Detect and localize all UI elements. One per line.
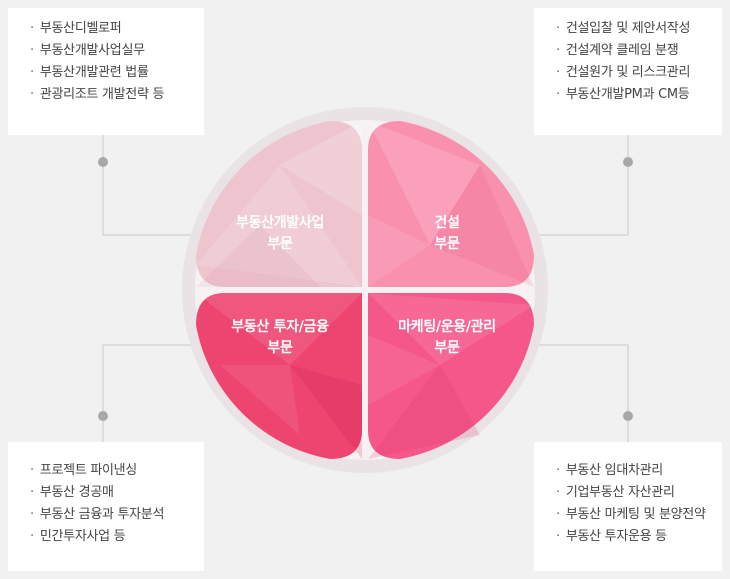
quadrant-subtitle: 부문 <box>267 340 293 356</box>
list-item: 건설입찰 및 제안서작성 <box>556 18 722 40</box>
quadrant-top-left[interactable] <box>196 121 362 287</box>
list-item: 부동산 투자운용 등 <box>556 526 722 548</box>
quadrant-label-bottom-right: 마케팅/운용/관리 부문 <box>372 317 522 359</box>
connector-dot-top-right <box>623 157 633 167</box>
list-item: 기업부동산 자산관리 <box>556 482 722 504</box>
quadrant-bottom-right[interactable] <box>368 293 534 459</box>
list-item: 부동산개발사업실무 <box>30 40 204 62</box>
connector-top-left <box>102 135 196 236</box>
list-item: 부동산 경공매 <box>30 482 204 504</box>
quadrant-bottom-left[interactable] <box>196 293 362 459</box>
quadrant-diagram: 부동산개발사업 부문 건설 부문 부동산 투자/금융 부문 마케팅/운용/관리 … <box>180 105 550 475</box>
list-item: 건설원가 및 리스크관리 <box>556 62 722 84</box>
list-item: 건설계약 클레임 분쟁 <box>556 40 722 62</box>
quadrant-label-bottom-left: 부동산 투자/금융 부문 <box>205 317 355 359</box>
list-item: 부동산 임대차관리 <box>556 460 722 482</box>
list-item: 부동산 금융과 투자분석 <box>30 504 204 526</box>
quadrant-subtitle: 부문 <box>434 236 460 252</box>
quadrant-title: 부동산개발사업 <box>235 215 325 231</box>
connector-dot-top-left <box>98 157 108 167</box>
list-item: 부동산 마케팅 및 분양전약 <box>556 504 722 526</box>
quadrant-label-top-left: 부동산개발사업 부문 <box>205 213 355 255</box>
quadrant-subtitle: 부문 <box>434 340 460 356</box>
list-item: 프로젝트 파이낸싱 <box>30 460 204 482</box>
info-box-top-left: 부동산디벨로퍼 부동산개발사업실무 부동산개발관련 법률 관광리조트 개발전략 … <box>8 8 204 135</box>
connector-bottom-left <box>102 344 196 442</box>
list-item: 부동산디벨로퍼 <box>30 18 204 40</box>
connector-top-right <box>535 135 629 236</box>
quadrant-title: 마케팅/운용/관리 <box>398 319 496 335</box>
list-item: 부동산개발PM과 CM등 <box>556 84 722 106</box>
connector-dot-bottom-left <box>98 411 108 421</box>
list-item: 민간투자사업 등 <box>30 526 204 548</box>
quadrant-title: 부동산 투자/금융 <box>231 319 329 335</box>
info-box-bottom-right: 부동산 임대차관리 기업부동산 자산관리 부동산 마케팅 및 분양전약 부동산 … <box>534 442 722 571</box>
quadrant-label-top-right: 건설 부문 <box>372 213 522 255</box>
quadrant-top-right[interactable] <box>368 121 534 287</box>
quadrant-subtitle: 부문 <box>267 236 293 252</box>
list-item: 관광리조트 개발전략 등 <box>30 84 204 106</box>
connector-bottom-right <box>535 344 629 442</box>
info-box-top-right: 건설입찰 및 제안서작성 건설계약 클레임 분쟁 건설원가 및 리스크관리 부동… <box>534 8 722 135</box>
connector-dot-bottom-right <box>623 411 633 421</box>
info-box-bottom-left: 프로젝트 파이낸싱 부동산 경공매 부동산 금융과 투자분석 민간투자사업 등 <box>8 442 204 571</box>
quadrant-title: 건설 <box>434 215 460 231</box>
list-item: 부동산개발관련 법률 <box>30 62 204 84</box>
